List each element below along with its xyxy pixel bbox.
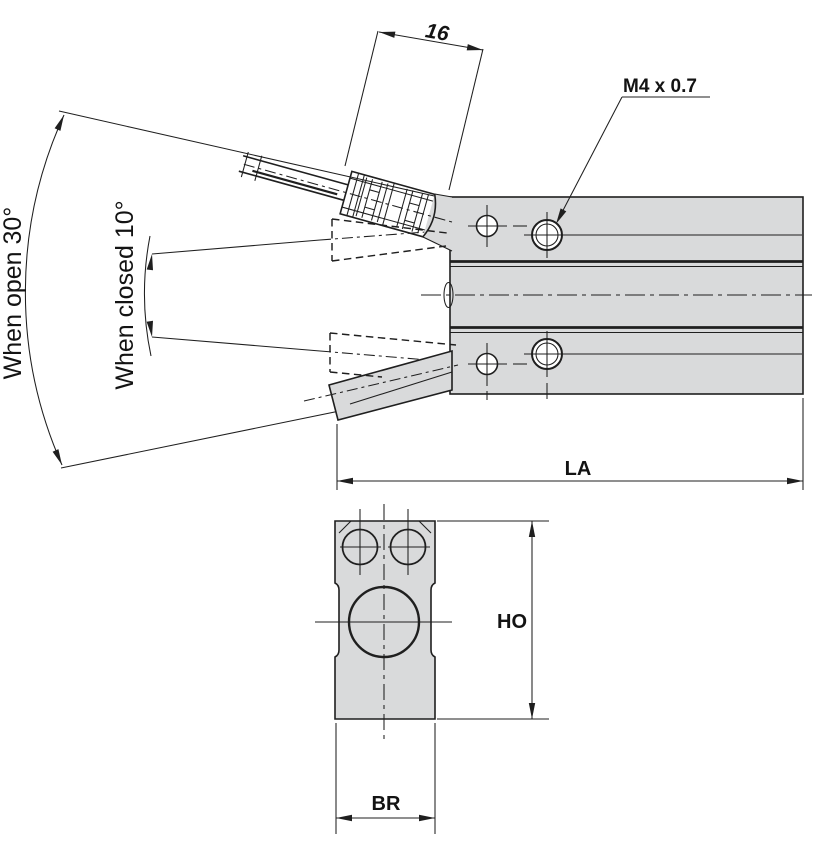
bottom-view [315, 504, 452, 741]
screw-hole-right [388, 509, 430, 575]
closed-angle-label: When closed 10° [111, 200, 139, 389]
dim-la: LA [336, 398, 804, 490]
dim-ho-label: HO [497, 611, 527, 633]
gripper-body [421, 196, 812, 400]
thread-callout-label: M4 x 0.7 [623, 76, 697, 97]
arc-arrow-top-icon [54, 115, 64, 131]
upper-jaw-mount-wedge [422, 193, 453, 252]
thread-hole-top [524, 212, 802, 258]
dim-16: 16 [344, 19, 484, 191]
arc-arrow-bottom-icon [52, 449, 62, 465]
dim-br-label: BR [372, 793, 401, 815]
dim-16-label: 16 [424, 19, 451, 46]
upper-jaw-closed-phantom [331, 218, 448, 262]
open-angle-arc [24, 114, 65, 466]
rod-end-ellipse [443, 281, 454, 309]
arc-arrow-up-icon [146, 254, 153, 271]
upper-jaw-open [238, 151, 453, 238]
dim-ho: HO [437, 520, 549, 720]
leader-arrow-icon [556, 208, 567, 224]
open-angle-label: When open 30° [0, 207, 27, 380]
lower-jaw-closed-phantom [329, 332, 457, 378]
closed-angle-arc [143, 235, 153, 357]
dim-la-label: LA [565, 458, 592, 480]
thread-callout: M4 x 0.7 [556, 76, 710, 224]
dim-br: BR [335, 723, 436, 834]
closed-angle-lines [151, 229, 453, 363]
lower-jaw-open [303, 349, 459, 421]
screw-hole-left [340, 509, 381, 575]
mounting-hole-small-top [468, 205, 527, 247]
thread-hole-bottom [524, 331, 802, 399]
arc-arrow-down-icon [146, 320, 153, 337]
mounting-hole-small-bottom [468, 343, 527, 400]
